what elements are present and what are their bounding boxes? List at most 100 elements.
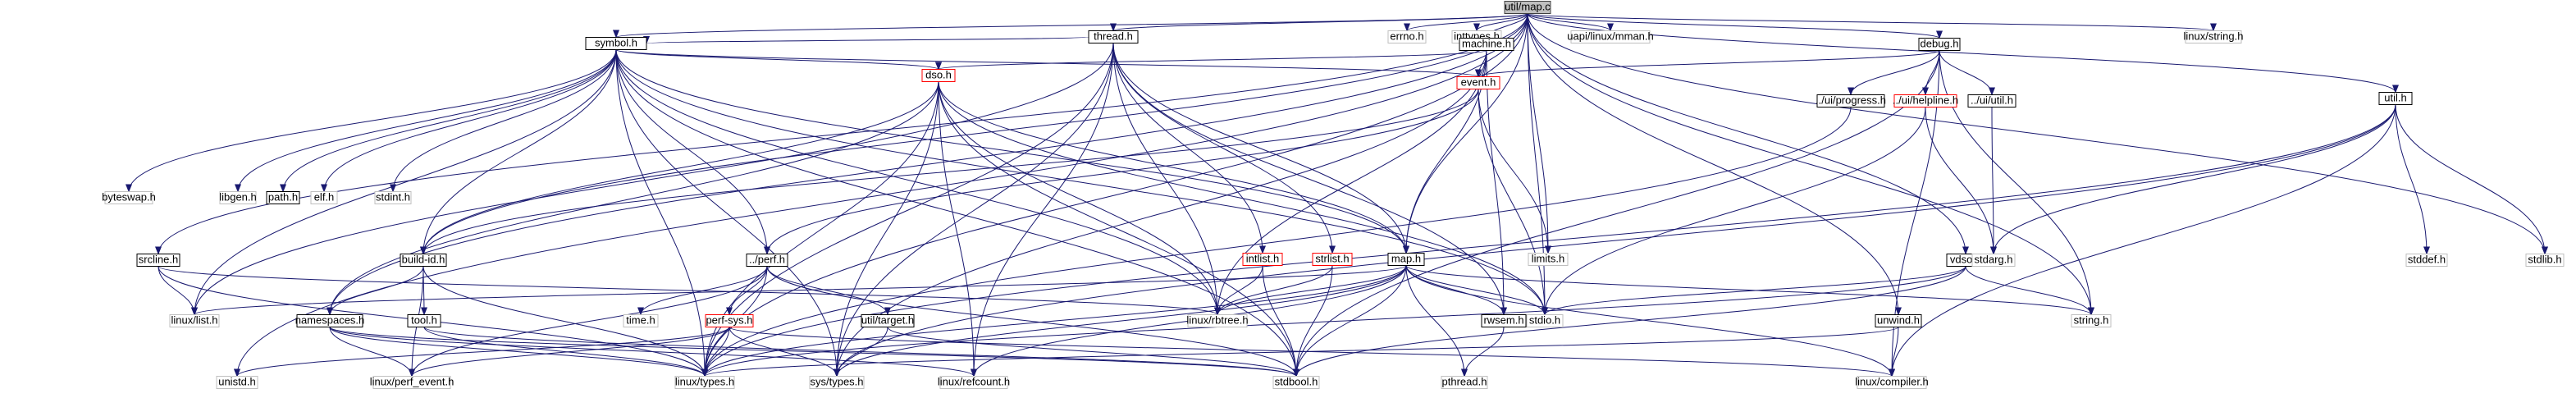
node-target[interactable]: util/target.h xyxy=(861,314,915,327)
edge-event-to-stdio xyxy=(1478,89,1548,316)
edge-debug-to-helpline xyxy=(1922,50,1940,96)
edge-debug-to-string xyxy=(1939,50,2094,316)
node-label: strlist.h xyxy=(1315,253,1349,265)
node-rwsem[interactable]: rwsem.h xyxy=(1481,314,1527,327)
node-helpline[interactable]: ../ui/helpline.h xyxy=(1893,94,1958,108)
node-label: sys/types.h xyxy=(810,376,863,388)
node-event[interactable]: event.h xyxy=(1456,76,1500,89)
edge-vdso-to-stdbool xyxy=(1293,266,1966,377)
node-box xyxy=(1504,1,1551,14)
node-progress[interactable]: ../ui/progress.h xyxy=(1816,94,1886,108)
node-label: errno.h xyxy=(1390,30,1423,43)
node-maph[interactable]: map.h xyxy=(1387,253,1425,266)
node-box xyxy=(1893,94,1957,108)
edge-symbol-to-stdio xyxy=(615,49,1548,316)
node-label: thread.h xyxy=(1094,30,1133,43)
edge-dso-to-systypes xyxy=(834,81,939,377)
node-label: linux/types.h xyxy=(675,376,734,388)
node-compiler: linux/compiler.h xyxy=(1855,376,1929,389)
edge-target-to-stdbool xyxy=(887,327,1299,377)
node-box xyxy=(407,314,441,327)
edge-strlist-to-stdbool xyxy=(1293,265,1333,377)
edge-perf-to-time xyxy=(637,266,768,316)
node-dso[interactable]: dso.h xyxy=(921,69,956,82)
node-label: linux/perf_event.h xyxy=(370,376,454,388)
node-utilh[interactable]: util.h xyxy=(2378,92,2413,105)
edge-dso-to-stdio xyxy=(938,81,1548,316)
node-machine[interactable]: machine.h xyxy=(1459,38,1514,51)
node-systypes: sys/types.h xyxy=(809,376,865,389)
edge-debug-to-stdbool xyxy=(1293,50,1940,377)
edge-perfsys-to-systypes xyxy=(728,327,840,377)
node-map_c[interactable]: util/map.c xyxy=(1504,1,1551,14)
node-uiutil[interactable]: ../ui/util.h xyxy=(1967,94,2016,108)
edge-event-to-perf xyxy=(764,89,1479,255)
node-box xyxy=(266,191,300,204)
edge-perf-to-target xyxy=(766,266,891,316)
node-box xyxy=(1481,314,1527,327)
node-debug[interactable]: debug.h xyxy=(1918,38,1961,51)
node-box xyxy=(296,314,363,327)
edge-utilh-to-ltypes xyxy=(701,104,2396,377)
edge-debug-to-event xyxy=(1475,50,1940,78)
edge-namespaces-to-stdbool xyxy=(329,327,1299,377)
edge-unwind-to-compiler xyxy=(1889,327,1899,377)
edge-event-to-buildid xyxy=(420,89,1479,255)
edge-event-to-limits xyxy=(1478,89,1551,254)
edge-utilh-to-compiler xyxy=(1889,104,2396,377)
edge-symbol-to-path xyxy=(280,49,617,193)
edge-symbol-to-buildid xyxy=(420,49,617,255)
node-label: ../ui/progress.h xyxy=(1816,94,1886,107)
node-box xyxy=(1272,376,1320,389)
node-label: linux/list.h xyxy=(171,314,217,327)
edge-namespaces-to-refcount xyxy=(329,327,977,377)
node-stdlib: stdlib.h xyxy=(2525,254,2565,267)
node-box xyxy=(809,376,865,389)
node-label: libgen.h xyxy=(219,191,257,204)
node-box xyxy=(310,191,338,204)
node-srcline[interactable]: srcline.h xyxy=(136,254,180,267)
node-namespaces[interactable]: namespaces.h xyxy=(295,314,365,327)
edge-perfsys-to-unistd xyxy=(234,327,730,377)
edge-maph-to-ltypes xyxy=(701,265,1407,377)
node-stdbool: stdbool.h xyxy=(1272,376,1320,389)
edge-helpline-to-stdio xyxy=(1541,107,1926,316)
node-box xyxy=(2405,254,2448,267)
node-label: linux/string.h xyxy=(2184,30,2244,43)
edge-buildid-to-namespaces xyxy=(327,266,424,316)
node-label: stdbool.h xyxy=(1275,376,1318,388)
node-box xyxy=(921,69,956,82)
edge-map_c-to-lstring xyxy=(1527,13,2217,32)
edge-srcline-to-llist xyxy=(158,266,198,316)
node-box xyxy=(2525,254,2565,267)
node-intlist[interactable]: intlist.h xyxy=(1242,253,1283,266)
node-label: unistd.h xyxy=(218,376,256,388)
node-box xyxy=(1456,76,1500,89)
edge-map_c-to-limits xyxy=(1527,13,1551,254)
node-thread[interactable]: thread.h xyxy=(1088,30,1139,43)
node-box xyxy=(1242,253,1283,266)
node-label: map.h xyxy=(1391,253,1421,265)
node-symbol[interactable]: symbol.h xyxy=(585,37,647,50)
node-tool[interactable]: tool.h xyxy=(407,314,441,327)
node-label: ../ui/util.h xyxy=(1971,94,2013,107)
edge-map_c-to-unwind xyxy=(1527,13,1902,316)
node-perfevent: linux/perf_event.h xyxy=(370,376,454,389)
node-perf[interactable]: ../perf.h xyxy=(746,254,788,267)
node-buildid[interactable]: build-id.h xyxy=(400,254,447,267)
edge-map_c-to-symbol xyxy=(613,13,1528,39)
node-strlist[interactable]: strlist.h xyxy=(1312,253,1353,266)
node-label: elf.h xyxy=(314,191,335,204)
edge-srcline-to-rbtree xyxy=(158,266,1221,316)
node-unwind[interactable]: unwind.h xyxy=(1875,314,1922,327)
node-path[interactable]: path.h xyxy=(266,191,300,204)
edge-progress-to-ltypes xyxy=(701,107,1852,377)
node-ltypes: linux/types.h xyxy=(674,376,735,389)
edge-map_c-to-srcline xyxy=(155,13,1528,255)
edge-map_c-to-stdlib xyxy=(1527,13,2548,255)
node-box xyxy=(219,191,257,204)
edge-machine-to-rwsem xyxy=(1486,50,1507,316)
edge-machine-to-dso xyxy=(935,50,1487,71)
node-perfsys[interactable]: perf-sys.h xyxy=(705,314,754,327)
